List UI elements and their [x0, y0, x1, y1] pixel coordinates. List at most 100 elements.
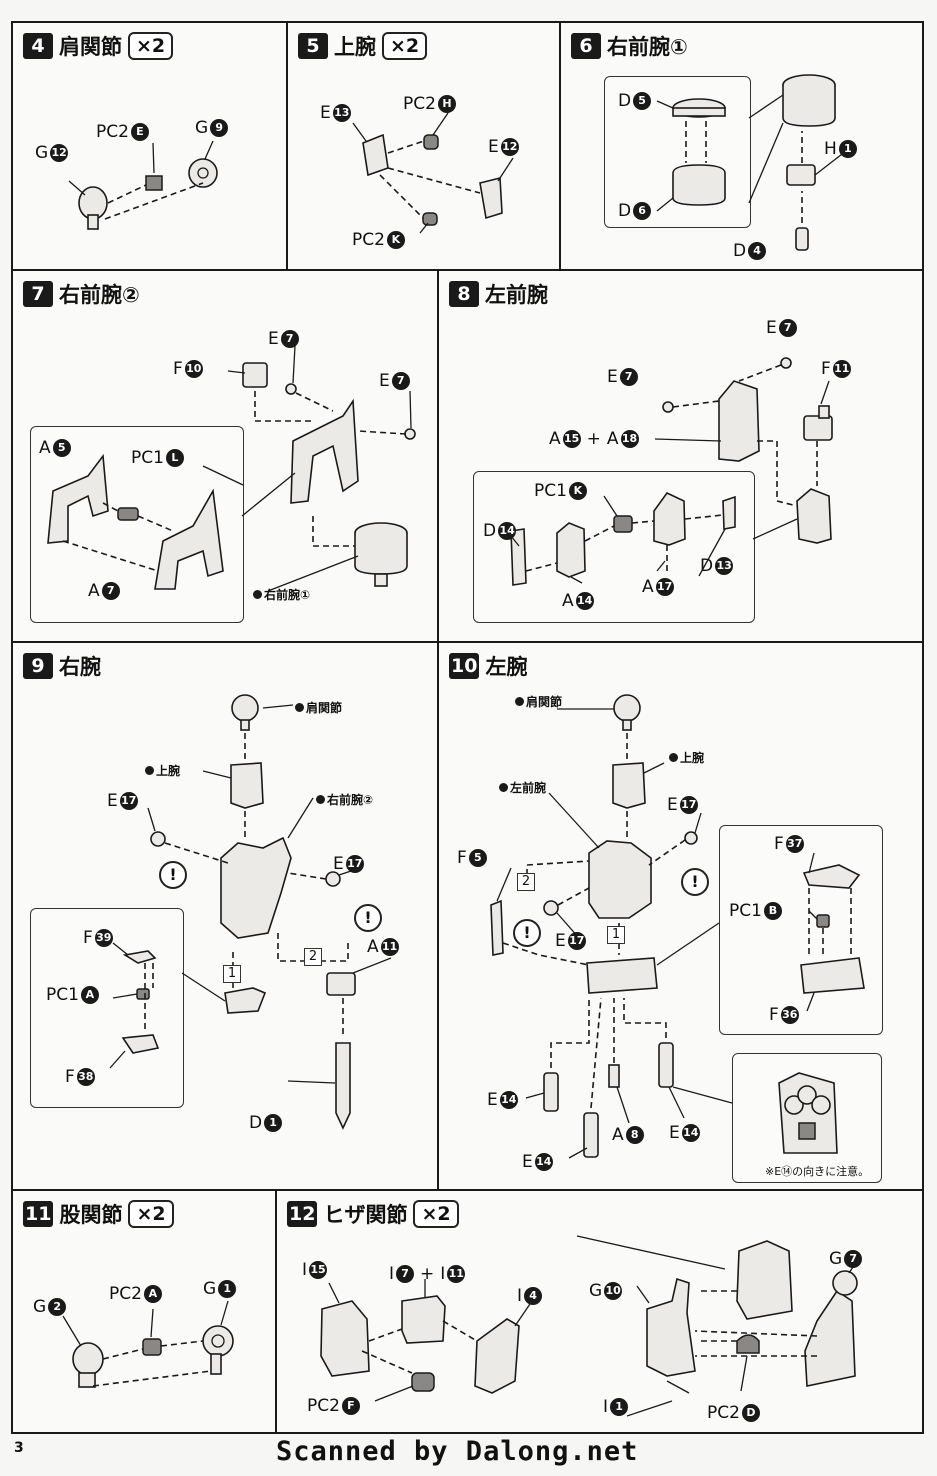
step-title-text: 股関節 — [59, 1203, 123, 1227]
part-number: 5 — [633, 92, 652, 110]
step-number: 10 — [449, 653, 480, 679]
part-code: PC2 — [403, 94, 436, 114]
part-code: I — [603, 1397, 609, 1417]
part-number: 1 — [838, 140, 857, 158]
part-number: 12 — [50, 144, 69, 162]
part-number: 7 — [396, 1265, 415, 1283]
part-code: I — [302, 1260, 308, 1280]
part-number: 14 — [534, 1153, 553, 1171]
step-title-text: 上腕 — [334, 35, 376, 59]
step-title-text: 右腕 — [59, 655, 101, 679]
part-number: 7 — [391, 372, 410, 390]
part-code: D — [483, 521, 497, 541]
part-code: G — [35, 143, 49, 163]
part-number: 17 — [655, 578, 674, 596]
assembly-reference-shoulder: 肩関節 — [295, 699, 342, 716]
part-code: A — [642, 577, 654, 597]
assembly-reference-shoulder: 肩関節 — [515, 693, 562, 710]
part-code: I — [517, 1286, 523, 1306]
part-code: PC2 — [707, 1403, 740, 1423]
warning-icon: ! — [681, 868, 709, 896]
step-10-title: 10 左腕 — [449, 651, 527, 681]
part-code: E — [667, 795, 678, 815]
part-number: 10 — [184, 360, 203, 378]
part-code: D — [618, 201, 632, 221]
part-code: E — [522, 1152, 533, 1172]
left-forearm-diagram — [510, 357, 833, 586]
part-code: H — [824, 139, 837, 159]
part-code: PC1 — [729, 901, 762, 921]
part-code: D — [700, 556, 714, 576]
part-code: PC2 — [352, 230, 385, 250]
part-code: PC1 — [46, 985, 79, 1005]
part-number: 7 — [619, 368, 638, 386]
step-12-title: 12 ヒザ関節 ×2 — [287, 1199, 459, 1229]
step-number: 6 — [571, 33, 601, 59]
part-code: PC2 — [109, 1284, 142, 1304]
step-9-panel: 9 右腕 肩関節 上腕 右前腕② — [11, 641, 439, 1191]
part-number: 5 — [468, 849, 487, 867]
part-number: 17 — [567, 932, 586, 950]
part-number: 1 — [264, 1114, 283, 1132]
step-7-title: 7 右前腕② — [23, 279, 140, 309]
step-5-title: 5 上腕 ×2 — [298, 31, 428, 61]
assembly-reference-forearm: 左前腕 — [499, 779, 546, 796]
plus-sign: + — [586, 429, 601, 449]
plus-sign: + — [420, 1264, 435, 1284]
part-code: G — [589, 1281, 603, 1301]
order-step-1: 1 — [223, 965, 241, 983]
part-code: E — [607, 367, 618, 387]
assembly-reference: 右前腕① — [253, 586, 310, 603]
part-number: 11 — [447, 1265, 466, 1283]
part-number: 6 — [633, 202, 652, 220]
right-arm-diagram — [109, 694, 392, 1130]
quantity-badge: ×2 — [382, 32, 428, 60]
right-forearm-2-diagram — [47, 345, 416, 592]
scan-credit: Scanned by Dalong.net — [276, 1436, 639, 1467]
part-number: 2 — [48, 1298, 67, 1316]
step-number: 4 — [23, 33, 53, 59]
part-number: 36 — [780, 1006, 799, 1024]
part-number: 39 — [94, 929, 113, 947]
sub-assembly-box — [719, 825, 883, 1035]
part-number: 14 — [498, 522, 517, 540]
part-code: F — [65, 1067, 75, 1087]
part-code: A — [606, 429, 619, 449]
part-code: A — [367, 937, 379, 957]
quantity-badge: ×2 — [128, 1200, 174, 1228]
part-number: 7 — [844, 1250, 863, 1268]
part-number: 5 — [52, 439, 71, 457]
part-code: F — [774, 834, 784, 854]
part-code: G — [195, 118, 209, 138]
part-code: D — [618, 91, 632, 111]
part-code: E — [488, 137, 499, 157]
part-number: B — [763, 902, 782, 920]
part-number: K — [568, 482, 587, 500]
step-10-panel: 10 左腕 — [437, 641, 924, 1191]
step-title-text: 左前腕 — [485, 283, 548, 307]
